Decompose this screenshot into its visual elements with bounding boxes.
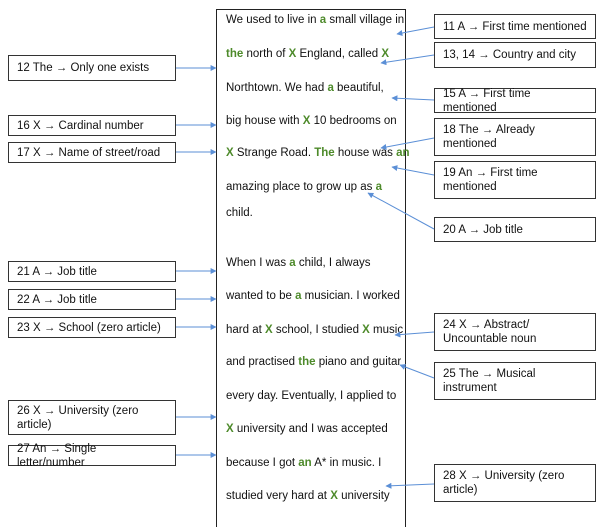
passage-word-run: England, called [296, 48, 382, 60]
passage-word-run: musician. I worked [301, 290, 400, 302]
highlighted-article: a [319, 14, 327, 26]
highlighted-article: X [302, 115, 311, 127]
passage-word-run: every day. Eventually, I applied to [226, 390, 397, 402]
passage-line: We used to live in a small village in [226, 14, 404, 26]
annotation-17: 17 X → Name of street/road [8, 142, 176, 163]
passage-word-run: piano and guitar [315, 356, 402, 368]
passage-line: every day. Eventually, I applied to [226, 390, 396, 402]
passage-word-run: and practised [226, 356, 299, 368]
highlighted-article: X [265, 324, 273, 336]
passage-word-run: school, I studied [272, 324, 363, 336]
annotation-27: 27 An → Single letter/number [8, 443, 176, 469]
connector-arrow [399, 364, 435, 379]
highlighted-article: X [381, 48, 390, 60]
passage-line: X university and I was accepted [226, 423, 388, 435]
passage-word-run: wanted to be [226, 290, 296, 302]
passage-line: wanted to be a musician. I worked [226, 290, 400, 302]
passage-word-run: amazing place to grow up as [226, 181, 376, 193]
highlighted-article: X [330, 490, 338, 502]
passage-word-run: child. [226, 207, 253, 219]
connector-arrow [380, 54, 435, 66]
annotation-15: 15 A → First time mentioned [434, 88, 596, 114]
passage-word-run: We used to live in [226, 14, 320, 26]
highlighted-article: X [226, 147, 234, 159]
highlighted-article: X [226, 423, 234, 435]
passage-line: the north of X England, called X [226, 48, 389, 60]
highlighted-article: the [226, 48, 244, 60]
passage-word-run: university [337, 490, 390, 502]
annotation-16: 16 X → Cardinal number [8, 115, 176, 136]
highlighted-article: a [375, 181, 382, 193]
passage-word-run: big house with [226, 115, 303, 127]
annotation-19: 19 An → First time mentioned [434, 161, 596, 199]
passage-word-run: beautiful, [333, 82, 384, 94]
connector-arrow [385, 482, 435, 489]
passage-line: X Strange Road. The house was an [226, 147, 409, 159]
passage-word-run: hard at [226, 324, 265, 336]
passage-line: because I got an A* in music. I [226, 457, 381, 469]
passage-line: big house with X 10 bedrooms on [226, 115, 397, 127]
connector-arrow [394, 331, 435, 338]
passage-word-run: 10 bedrooms on [310, 115, 397, 127]
passage-line: studied very hard at X university [226, 490, 390, 502]
passage-word-run: studied very hard at [226, 490, 331, 502]
highlighted-article: a [327, 82, 334, 94]
connector-arrow [367, 192, 435, 230]
passage-word-run: Strange Road. [233, 147, 315, 159]
connector-arrow [391, 165, 435, 176]
passage-line: and practised the piano and guitar [226, 356, 401, 368]
highlighted-article: The [314, 147, 335, 159]
highlighted-article: a [295, 290, 302, 302]
annotation-18: 18 The → Already mentioned [434, 118, 596, 156]
highlighted-article: X [362, 324, 370, 336]
annotation-25: 25 The → Musical instrument [434, 362, 596, 400]
passage-line: amazing place to grow up as a [226, 181, 382, 193]
annotation-11: 11 A → First time mentioned [434, 14, 596, 39]
passage-word-run: child, I always [295, 257, 371, 269]
highlighted-article: a [289, 257, 296, 269]
connector-arrow [391, 95, 435, 102]
passage-word-run: When I was [226, 257, 290, 269]
passage-line: Northtown. We had a beautiful, [226, 82, 384, 94]
passage-line: When I was a child, I always [226, 257, 370, 269]
highlighted-article: X [288, 48, 297, 60]
connector-arrow [396, 26, 435, 36]
annotation-12: 12 The → Only one exists [8, 55, 176, 81]
passage-word-run: because I got [226, 457, 299, 469]
connector-arrow [380, 137, 435, 150]
annotation-20: 20 A → Job title [434, 217, 596, 242]
passage-word-run: north of [243, 48, 289, 60]
passage-word-run: house was [334, 147, 397, 159]
annotation-23: 23 X → School (zero article) [8, 317, 176, 338]
passage-word-run: Northtown. We had [226, 82, 328, 94]
annotation-13-14: 13, 14 → Country and city [434, 42, 596, 68]
annotation-26: 26 X → University (zero article) [8, 400, 176, 435]
passage-word-run: A* in music. I [311, 457, 382, 469]
highlighted-article: an [298, 457, 312, 469]
highlighted-article: the [298, 356, 316, 368]
annotation-28: 28 X → University (zero article) [434, 464, 596, 502]
passage-word-run: university and I was accepted [233, 423, 388, 435]
annotation-22: 22 A → Job title [8, 289, 176, 310]
annotation-21: 21 A → Job title [8, 261, 176, 282]
annotation-24: 24 X → Abstract/ Uncountable noun [434, 313, 596, 351]
highlighted-article: an [396, 147, 410, 159]
passage-word-run: small village in [326, 14, 405, 26]
passage-line: child. [226, 207, 253, 219]
